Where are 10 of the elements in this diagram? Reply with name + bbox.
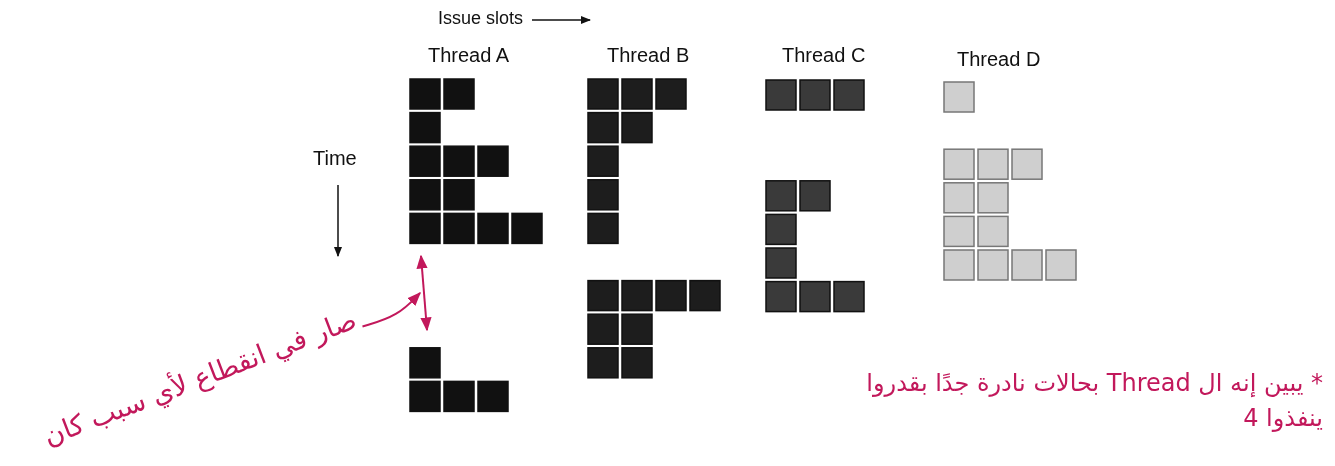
handwritten-note: * يبين إنه ال Thread بحالات نادرة جدًا بقدروا ينفذوا 4 (865, 368, 1323, 434)
leader-arrow (361, 292, 421, 328)
axis-label: Time (313, 147, 357, 169)
handwritten-note: صار في انقطاع لأي سبب كان (39, 304, 361, 452)
axis-label: Issue slots (438, 9, 524, 29)
column-heading: Thread D (957, 48, 1041, 70)
column-heading: Thread C (782, 44, 866, 66)
column-heading: Thread B (607, 44, 690, 66)
gap-bracket (416, 254, 432, 332)
column-heading: Thread A (428, 44, 510, 66)
